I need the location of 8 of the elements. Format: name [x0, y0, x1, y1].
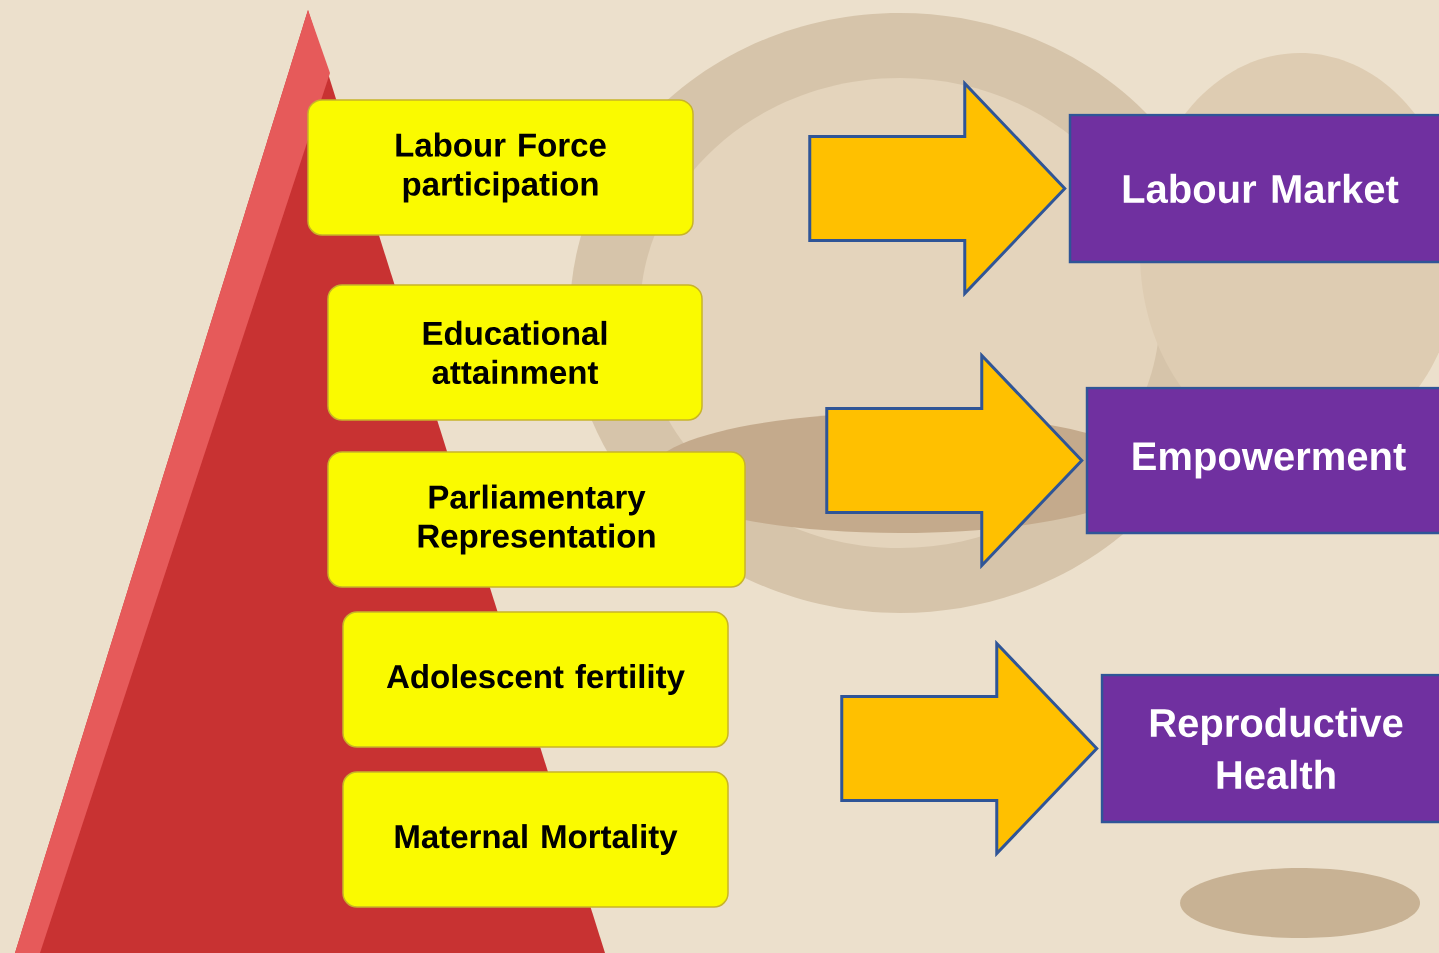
outcome-box: Labour Market	[1068, 113, 1439, 264]
label-box: Labour Force participation	[307, 99, 694, 236]
label-box: Adolescent fertility	[342, 611, 729, 748]
outcome-box: Empowerment	[1085, 386, 1439, 535]
outcome-box: Reproductive Health	[1100, 673, 1439, 824]
label-box: Educational attainment	[327, 284, 703, 421]
label-box: Maternal Mortality	[342, 771, 729, 908]
label-box: Parliamentary Representation	[327, 451, 746, 588]
